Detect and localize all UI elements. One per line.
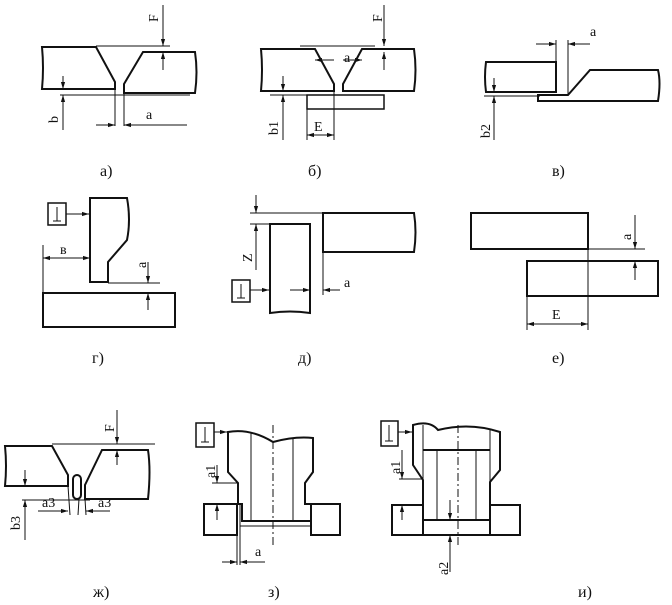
caption-i: и) bbox=[578, 584, 592, 601]
caption-e: е) bbox=[552, 350, 564, 367]
panel-d: Z a д) bbox=[231, 195, 417, 367]
dim-Z: Z bbox=[241, 253, 256, 262]
dim-F: F bbox=[103, 424, 118, 432]
dim-a1: a1 bbox=[204, 465, 219, 478]
caption-g: г) bbox=[92, 350, 104, 367]
dim-a: a bbox=[344, 276, 351, 291]
caption-a: а) bbox=[100, 163, 112, 180]
caption-z: з) bbox=[268, 584, 280, 601]
dim-b3: b3 bbox=[9, 516, 24, 530]
dim-F: F bbox=[371, 14, 386, 22]
caption-b: б) bbox=[308, 163, 321, 180]
dim-a: a bbox=[344, 51, 351, 66]
caption-zh: ж) bbox=[92, 584, 109, 601]
dim-F: F bbox=[147, 14, 162, 22]
dim-b2: b2 bbox=[479, 124, 494, 138]
dim-b: b bbox=[47, 116, 62, 123]
panel-z: a1 a з) bbox=[195, 422, 341, 601]
dim-a3-right: a3 bbox=[98, 496, 111, 511]
dim-a: a bbox=[620, 233, 635, 240]
dim-b1: b1 bbox=[267, 121, 282, 135]
dim-E: E bbox=[552, 308, 561, 323]
panel-g: в a г) bbox=[42, 197, 176, 367]
panel-v: a b2 в) bbox=[479, 25, 661, 180]
dim-a: a bbox=[146, 108, 153, 123]
welding-source-box bbox=[231, 279, 251, 303]
dim-a1: a1 bbox=[389, 461, 404, 474]
panel-a: F b a а) bbox=[40, 5, 198, 180]
dim-E: E bbox=[314, 120, 323, 135]
dim-a: a bbox=[135, 261, 150, 268]
welding-source-box bbox=[380, 420, 399, 447]
dim-v: в bbox=[60, 243, 67, 258]
dim-a2: a2 bbox=[437, 562, 452, 575]
panel-zh: F b3 a3 a3 ж) bbox=[3, 410, 155, 601]
dim-a: a bbox=[255, 545, 262, 560]
caption-v: в) bbox=[552, 163, 565, 180]
welding-source-box bbox=[195, 422, 215, 448]
panel-i: a1 a2 и) bbox=[380, 420, 592, 601]
dim-a: a bbox=[590, 25, 597, 40]
panel-e: a E е) bbox=[470, 212, 659, 367]
panel-b: a F b1 E б) bbox=[259, 5, 417, 180]
dim-a3-left: a3 bbox=[42, 496, 55, 511]
caption-d: д) bbox=[298, 350, 311, 367]
